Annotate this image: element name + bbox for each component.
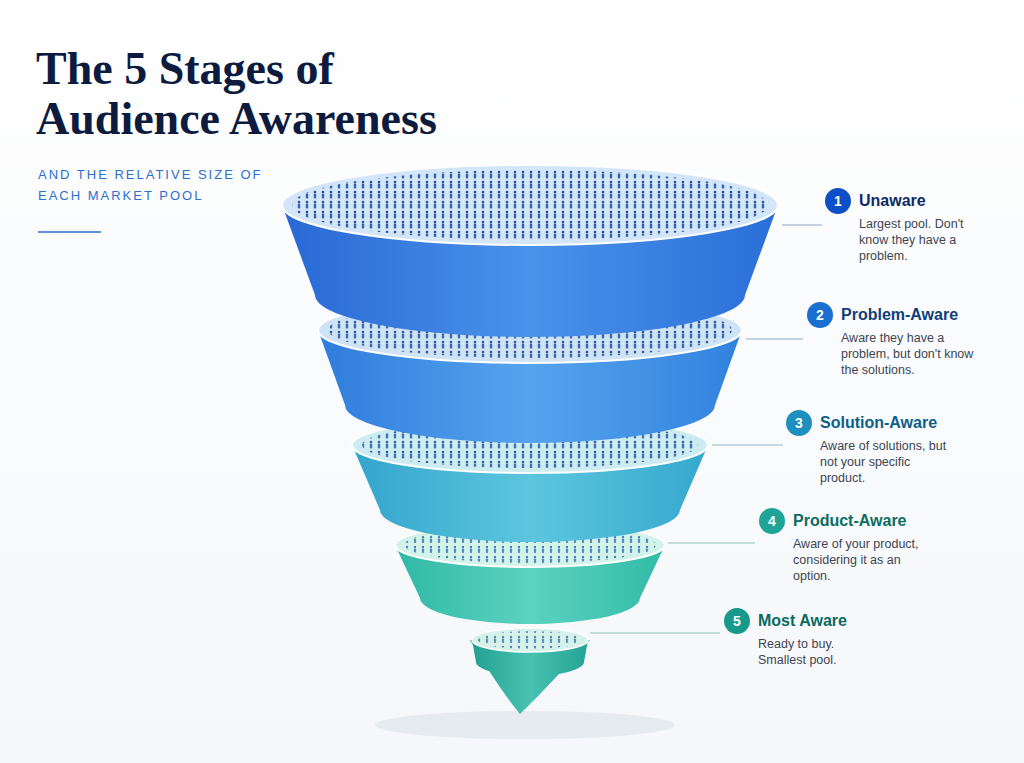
stage-heading: Most Aware bbox=[758, 611, 847, 631]
callout-number: 1 bbox=[825, 188, 851, 214]
stage-heading: Problem-Aware bbox=[841, 305, 958, 325]
callout-number: 2 bbox=[807, 302, 833, 328]
callout-number: 5 bbox=[724, 608, 750, 634]
stage-description: Ready to buy. Smallest pool. bbox=[758, 636, 868, 668]
stage-description: Aware of solutions, but not your specifi… bbox=[820, 438, 948, 486]
stage-heading: Unaware bbox=[859, 191, 926, 211]
stage-callout: 5 Most AwareReady to buy. Smallest pool. bbox=[724, 608, 870, 670]
stage-callout: 3 Solution-AwareAware of solutions, but n… bbox=[786, 410, 950, 488]
callout-number: 4 bbox=[759, 508, 785, 534]
callout-number: 3 bbox=[786, 410, 812, 436]
stage-heading: Solution-Aware bbox=[820, 413, 937, 433]
stage-callout: 1 UnawareLargest pool. Don't know they ha… bbox=[825, 188, 979, 266]
diagram-title: The 5 Stages of Audience Awareness bbox=[36, 44, 516, 144]
stage-heading: Product-Aware bbox=[793, 511, 907, 531]
stage-description: Largest pool. Don't know they have a pro… bbox=[859, 216, 977, 264]
stage-description: Aware they have a problem, but don't kno… bbox=[841, 330, 981, 378]
stage-callout: 2 Problem-AwareAware they have a problem,… bbox=[807, 302, 983, 380]
stage-description: Aware of your product, considering it as… bbox=[793, 536, 921, 584]
stage-callout: 4 Product-AwareAware of your product, con… bbox=[759, 508, 923, 586]
subtitle-label: AND THE RELATIVE SIZE OF EACH MARKET POO… bbox=[38, 164, 268, 206]
